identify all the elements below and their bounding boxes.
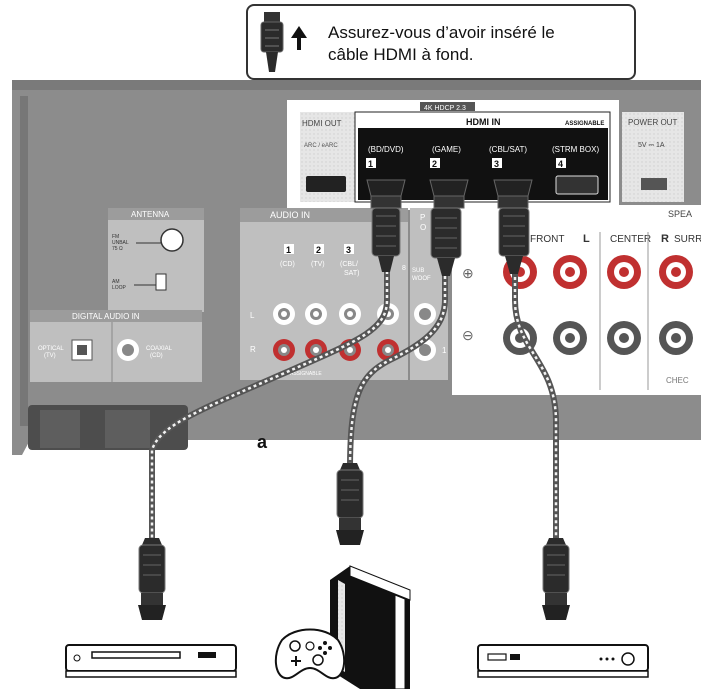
hdmi-plugs-top [366,179,533,276]
hdmi-section: 4K HDCP 2.3 HDMI OUT ARC / eARC HDMI IN … [287,100,619,210]
hdmi-plug-1 [366,179,406,272]
svg-text:UNBAL: UNBAL [112,240,129,246]
speaker-terminals-plus [503,255,693,289]
minus-sign: ⊖ [462,327,474,343]
assignable-small-label: ASSIGNABLE [290,371,322,377]
am-connector [155,273,167,291]
hdmi-out-label: HDMI OUT [302,119,342,128]
svg-text:LOOP: LOOP [112,285,127,291]
audio-input-2-label: (TV) [311,261,325,268]
power-out-sub: 5V ⎓ 1A [638,142,665,149]
hdmi-input-3-num: 3 [494,159,499,169]
hdmi-out-port [306,176,346,192]
sub-label: SUB [412,268,424,274]
hdmi-out-sub: ARC / eARC [304,143,338,149]
audio-input-1-num: 1 [286,245,291,255]
am-label: AM [112,279,120,285]
front-label: FRONT [530,234,564,245]
pre-out-label: P [420,213,425,222]
speakers-label: SPEA [668,209,692,219]
hdmi-plug-2 [429,179,469,276]
callout-line-1: Assurez-vous d’avoir inséré le [328,23,555,42]
hdmi-plug-3 [493,179,533,274]
audio-input-2-num: 2 [316,245,321,255]
svg-text:(CD): (CD) [150,353,163,359]
hdmi-cables [149,235,559,545]
insertion-tip-callout: Assurez-vous d’avoir inséré le câble HDM… [246,4,636,80]
hdmi-in-port-4 [555,175,599,195]
hdmi-input-4-num: 4 [558,159,563,169]
surr-label: SURR [674,234,701,245]
power-out-section: POWER OUT 5V ⎓ 1A [622,112,684,202]
row-r-label: R [250,345,256,354]
coaxial-label: COAXIAL [146,346,173,352]
hdmi-plug-stb [542,538,570,620]
optical-label: OPTICAL [38,346,64,352]
row-l-label: L [250,311,255,320]
front-l-label: L [583,233,590,245]
fm-label: FM [112,234,119,240]
svg-text:WOOF: WOOF [412,276,431,282]
svg-text:O: O [420,223,426,232]
digital-audio-in-section: DIGITAL AUDIO IN OPTICAL (TV) COAXIAL (C… [30,310,202,382]
svg-text:8: 8 [402,265,406,272]
center-label: CENTER [610,234,651,245]
svg-text:SAT): SAT) [344,270,359,277]
power-out-label: POWER OUT [628,118,677,127]
hdmi-input-1-num: 1 [368,159,373,169]
hdmi-in-label: HDMI IN [466,117,501,127]
fm-connector [160,228,184,252]
audio-input-3-num: 3 [346,245,351,255]
hdmi-input-2-num: 2 [432,159,437,169]
hdmi-plug-arrow-icon [260,12,307,72]
hdmi-plug-bd [138,538,166,620]
hdmi-input-1-label: (BD/DVD) [368,145,404,154]
game-console-device [274,565,411,690]
front-r-label: R [661,233,669,245]
svg-text:75 Ω: 75 Ω [112,246,123,252]
hdmi-plug-game [336,463,364,545]
audio-in-label: AUDIO IN [270,210,310,220]
callout-line-2: câble HDMI à fond. [328,45,474,64]
hdmi-plugs-bottom [138,463,570,620]
antenna-label: ANTENNA [131,210,170,219]
hdmi-badge: 4K HDCP 2.3 [424,105,466,112]
svg-text:(TV): (TV) [44,353,56,359]
plus-sign: ⊕ [462,265,474,281]
sub-num: 1 [442,346,447,355]
label-a: a [257,432,268,452]
bd-player-device [65,644,237,678]
audio-input-1-label: (CD) [280,261,295,268]
speakers-section: SPEA FRONT L CENTER R SURR ⊕ ⊖ CHEC [452,205,701,395]
digital-audio-in-label: DIGITAL AUDIO IN [72,312,140,321]
set-top-box-device [477,644,649,678]
audio-input-3-label: (CBL/ [340,261,358,268]
hdmi-input-2-label: (GAME) [432,145,461,154]
antenna-section: ANTENNA FM UNBAL 75 Ω AM LOOP [108,208,204,312]
assignable-label: ASSIGNABLE [565,121,604,127]
check-label: CHEC [666,376,689,385]
hdmi-input-3-label: (CBL/SAT) [489,145,527,154]
hdmi-input-4-label: (STRM BOX) [552,145,599,154]
